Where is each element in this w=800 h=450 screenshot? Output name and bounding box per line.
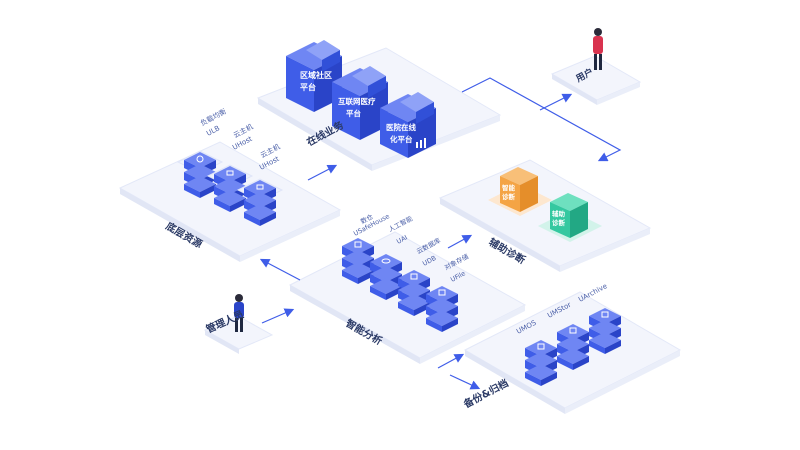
arrow-admin-analysis (261, 308, 295, 324)
arrow-analysis-diagnosis (447, 234, 473, 249)
analysis-service-2-cn: 人工智能 (387, 213, 415, 233)
server-stack-ulb[interactable] (176, 150, 224, 198)
arrow-analysis-backup-up (437, 353, 465, 369)
platform-diagnosis (438, 159, 652, 272)
diagnosis-box-2-line2: 诊断 (552, 218, 566, 227)
server-stack-usafehouse[interactable] (342, 238, 374, 284)
warehouse-icon (354, 241, 362, 248)
base-servers (176, 150, 284, 226)
server-stack-ufile[interactable] (426, 286, 458, 332)
storage-icon (438, 289, 446, 296)
base-service-3-cn: 云主机 (259, 142, 282, 160)
user-head-icon (594, 28, 602, 36)
server-stack-uarchive[interactable] (589, 308, 621, 354)
user-figure[interactable] (593, 28, 603, 70)
server-stack-uai[interactable] (370, 254, 402, 300)
server-stack-umos[interactable] (525, 340, 557, 386)
platform-user (550, 55, 642, 105)
server-stack-udb[interactable] (398, 270, 430, 316)
analysis-servers (342, 238, 458, 332)
business-block-3-line1: 医院在线 (386, 122, 416, 132)
chart-icon (416, 138, 426, 148)
admin-head-icon (235, 294, 243, 302)
connectors (259, 77, 622, 390)
business-block-1-line2: 平台 (300, 82, 316, 92)
admin-figure[interactable] (234, 294, 244, 332)
arrow-analysis-backup (449, 374, 481, 390)
host-icon (226, 170, 234, 176)
diagnosis-box-1-line1: 智能 (502, 183, 516, 192)
business-block-3[interactable]: 医院在线 化平台 (380, 92, 436, 158)
diagnosis-box-1-line2: 诊断 (502, 192, 516, 201)
base-service-1-cn: 负载均衡 (199, 107, 228, 128)
server-stack-umstor[interactable] (557, 324, 589, 370)
load-balancer-icon (196, 155, 204, 163)
arrow-base-business (307, 164, 338, 181)
label-backup: 备份&归档 (460, 376, 510, 411)
business-block-2-line1: 互联网医疗 (338, 96, 376, 106)
diagnosis-box-2-line1: 辅助 (552, 209, 566, 218)
arrow-to-user (539, 93, 573, 111)
storage-icon (569, 327, 577, 334)
arrow-analysis-base (259, 258, 301, 281)
business-block-3-line2: 化平台 (390, 134, 413, 144)
diagnosis-box-1[interactable]: 智能 诊断 (488, 167, 552, 216)
host-icon (256, 184, 264, 190)
backup-icon (537, 343, 545, 350)
diagnosis-box-2[interactable]: 辅助 诊断 (538, 193, 602, 242)
business-block-1-line1: 区域社区 (300, 70, 332, 80)
archive-icon (601, 311, 609, 318)
database-icon (410, 273, 418, 280)
ai-icon (381, 258, 391, 264)
business-block-2-line2: 平台 (346, 108, 361, 118)
base-service-1-en: ULB (205, 124, 221, 138)
backup-servers (525, 308, 621, 386)
platform-admin (203, 315, 274, 354)
base-service-2-cn: 云主机 (232, 122, 255, 140)
arrow-business-diagnosis (461, 77, 622, 162)
server-stack-uhost-2[interactable] (236, 178, 284, 226)
business-block-2[interactable]: 互联网医疗 平台 (332, 66, 388, 140)
